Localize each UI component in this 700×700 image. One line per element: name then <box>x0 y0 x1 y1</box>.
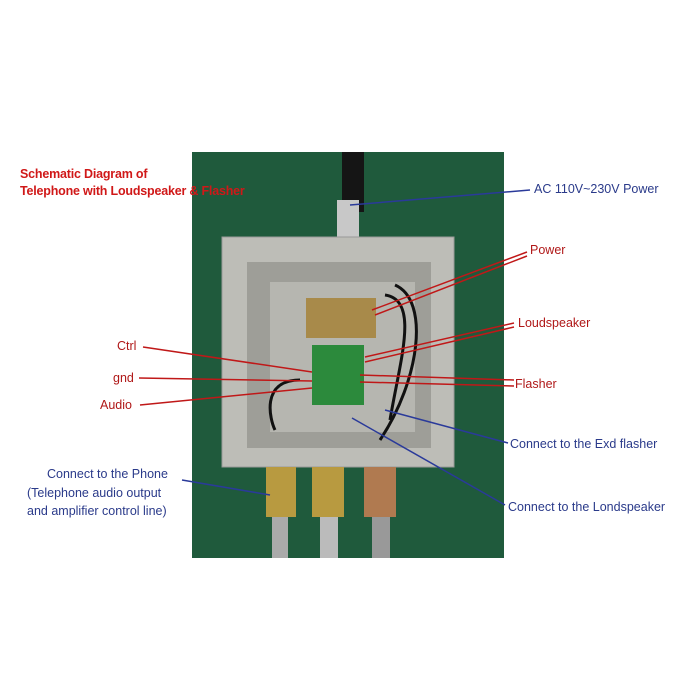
blue-leader-lines <box>181 189 531 506</box>
red-leader-lines <box>138 251 528 406</box>
cable-gland-top <box>337 200 359 242</box>
bottom-glands <box>266 467 396 558</box>
label-phone-3: and amplifier control line) <box>27 504 167 518</box>
power-supply-board <box>306 298 376 338</box>
label-ctrl: Ctrl <box>117 339 137 353</box>
diagram-title: Schematic Diagram of Telephone with Loud… <box>20 166 245 200</box>
label-exd-flasher: Connect to the Exd flasher <box>510 437 658 451</box>
power-cable <box>342 152 364 212</box>
label-phone-1: Connect to the Phone <box>47 467 168 481</box>
title-line-2: Telephone with Loudspeaker & Flasher <box>20 184 245 198</box>
label-gnd: gnd <box>113 371 134 385</box>
title-line-1: Schematic Diagram of <box>20 167 148 181</box>
label-ac-power: AC 110V~230V Power <box>534 182 659 196</box>
label-flasher: Flasher <box>515 377 557 391</box>
label-loudspeaker: Loudspeaker <box>518 316 591 330</box>
label-audio: Audio <box>100 398 132 412</box>
label-londspeaker: Connect to the Londspeaker <box>508 500 666 514</box>
amplifier-board <box>312 345 364 405</box>
label-phone-2: (Telephone audio output <box>27 486 162 500</box>
label-power: Power <box>530 243 566 257</box>
